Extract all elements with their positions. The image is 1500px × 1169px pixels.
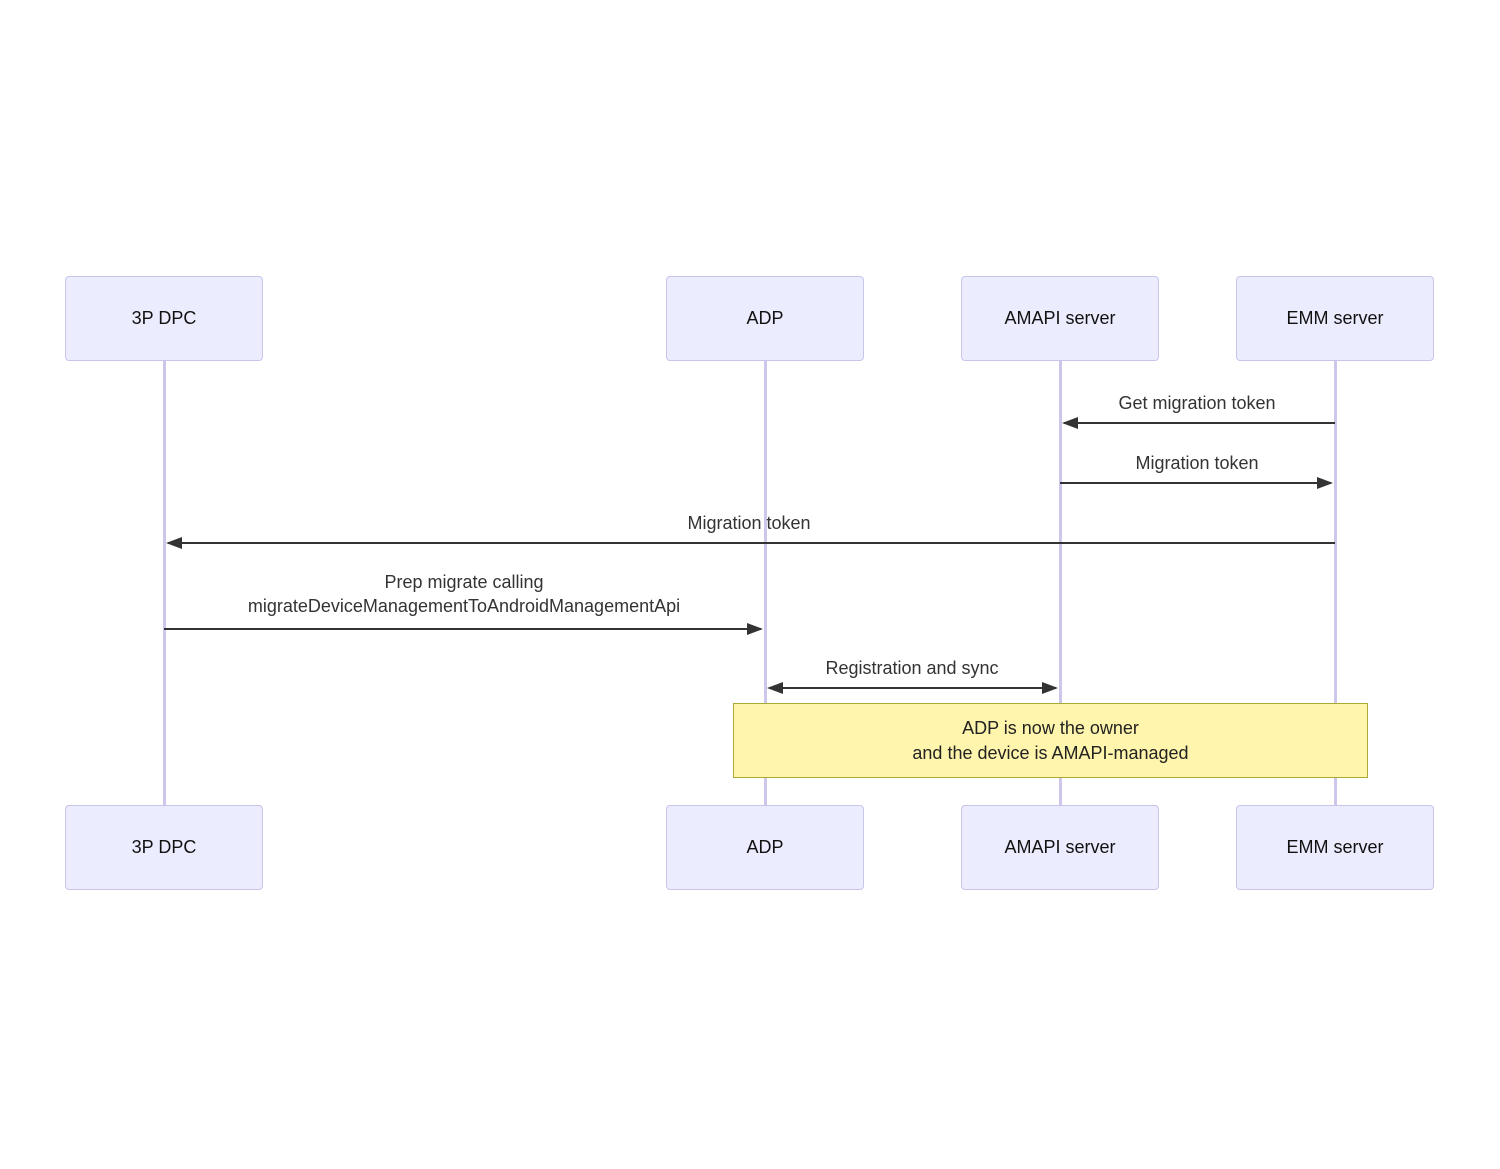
message-label-registration-and-sync: Registration and sync [825, 658, 999, 678]
actor-box-amapi-server-top: AMAPI server [961, 276, 1159, 361]
message-label-migration-token-to-3p-dpc: Migration token [687, 513, 811, 533]
message-label-migration-token-to-emm: Migration token [1135, 453, 1259, 473]
actor-box-3p-dpc-bottom: 3P DPC [65, 805, 263, 890]
note-adp-owner: ADP is now the owner and the device is A… [733, 703, 1368, 778]
lifeline-emm-server [1334, 361, 1337, 805]
lifeline-adp [764, 361, 767, 805]
message-label-get-migration-token: Get migration token [1118, 393, 1276, 413]
message-label-prep-migrate: Prep migrate calling migrateDeviceManage… [247, 572, 681, 616]
actor-box-amapi-server-bottom: AMAPI server [961, 805, 1159, 890]
actor-box-adp-top: ADP [666, 276, 864, 361]
actor-box-3p-dpc-top: 3P DPC [65, 276, 263, 361]
actor-box-adp-bottom: ADP [666, 805, 864, 890]
actor-box-emm-server-bottom: EMM server [1236, 805, 1434, 890]
actor-box-emm-server-top: EMM server [1236, 276, 1434, 361]
lifeline-amapi-server [1059, 361, 1062, 805]
lifeline-3p-dpc [163, 361, 166, 805]
